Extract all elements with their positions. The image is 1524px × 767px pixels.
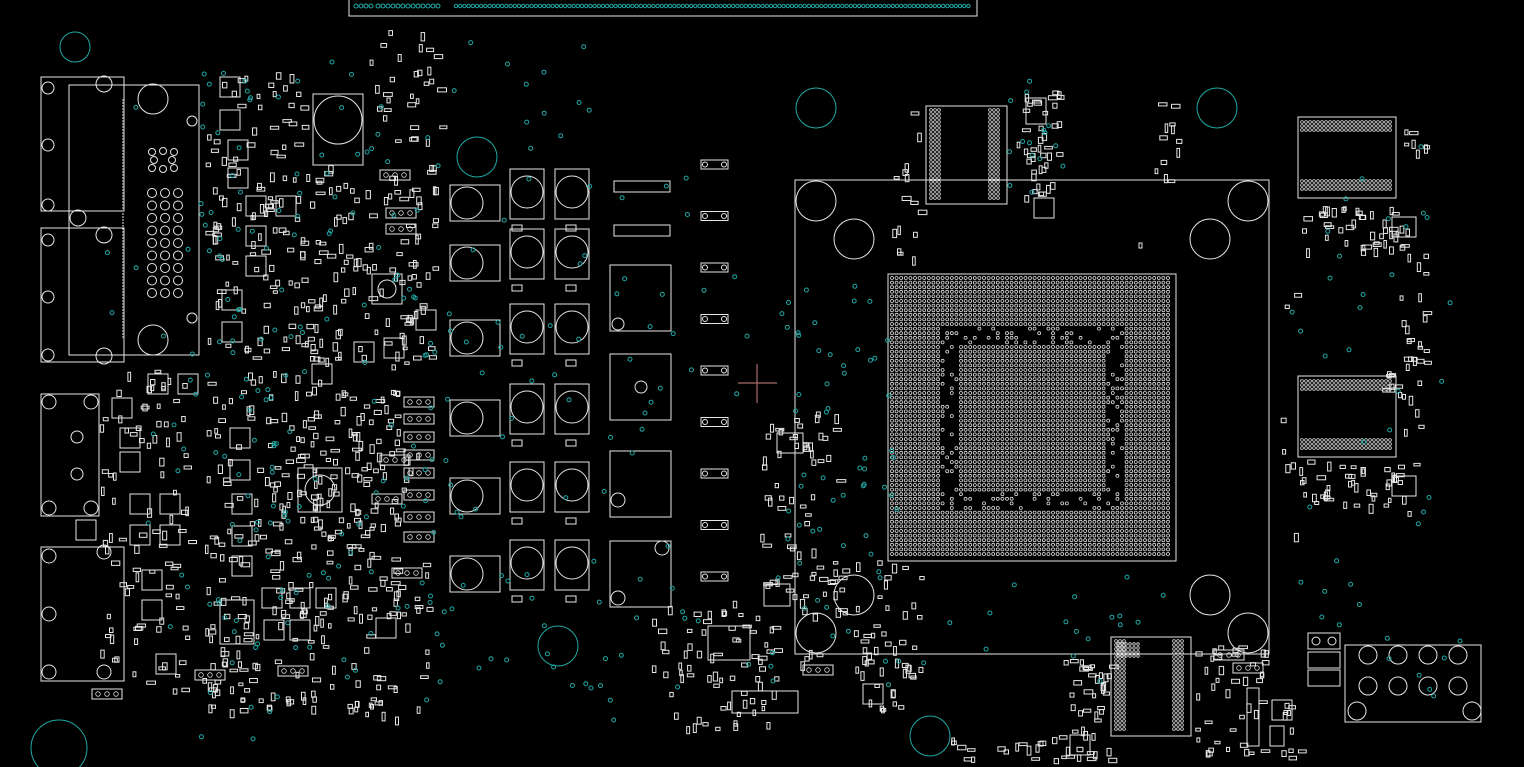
passive-components <box>75 30 1433 765</box>
gpu-package[interactable] <box>794 179 1270 655</box>
vrm-chokes[interactable] <box>449 159 729 603</box>
pcie-edge-connector[interactable] <box>348 0 978 17</box>
mounting-holes <box>30 31 1238 767</box>
vias <box>104 40 1463 742</box>
phase-inductors[interactable] <box>609 180 672 608</box>
power-connector[interactable] <box>1307 632 1482 723</box>
crosshair-cursor-icon <box>738 364 777 403</box>
display-connectors[interactable] <box>40 75 200 682</box>
memory-chips[interactable] <box>925 105 1397 737</box>
